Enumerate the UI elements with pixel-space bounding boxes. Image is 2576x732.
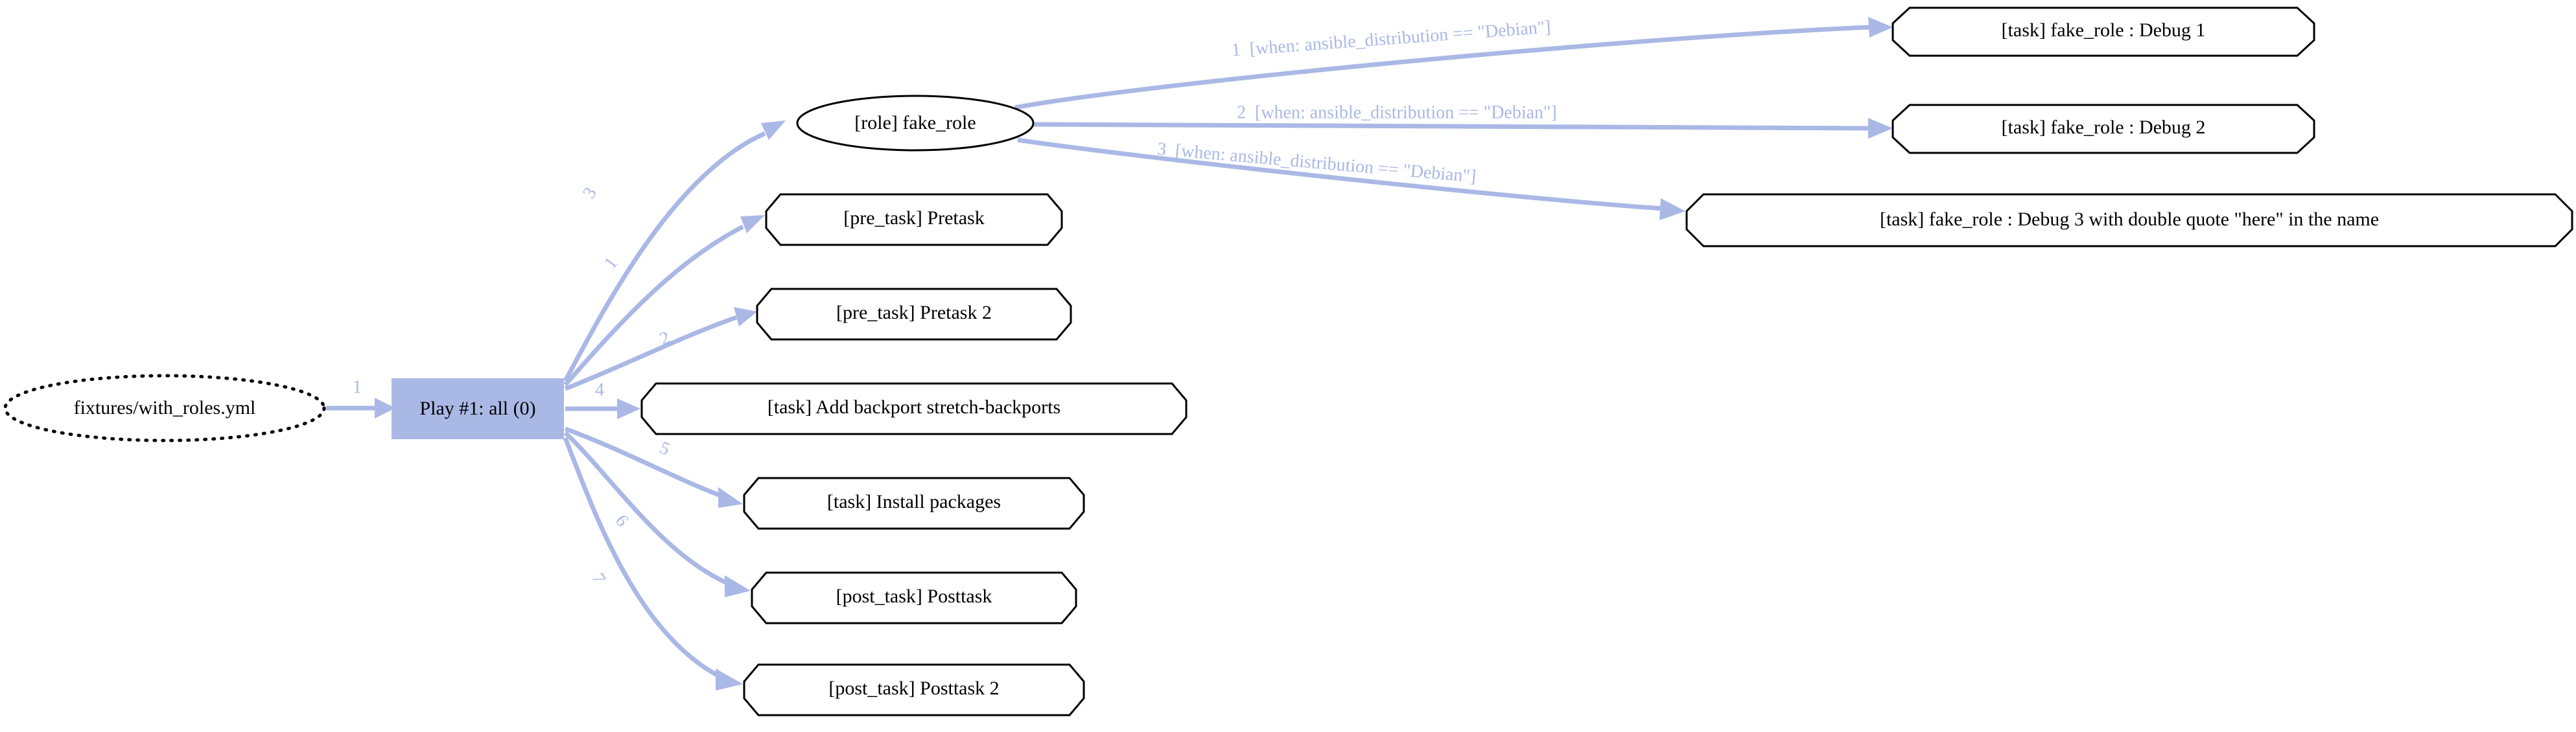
edge-line xyxy=(1014,25,1870,110)
node-label: Play #1: all (0) xyxy=(419,398,535,419)
edge-line xyxy=(564,426,723,499)
arrowhead-icon xyxy=(375,398,395,418)
node-label: [post_task] Posttask xyxy=(836,586,992,607)
node-playbook[interactable]: fixtures/with_roles.yml xyxy=(3,374,326,442)
edge-play-to-pretask2[interactable]: 2 xyxy=(564,307,757,391)
edge-order-label: 6 xyxy=(611,511,633,531)
node-task-debug-3[interactable]: [task] fake_role : Debug 3 with double q… xyxy=(1685,193,2573,247)
node-label: [role] fake_role xyxy=(854,112,976,133)
edge-order-label: 7 xyxy=(587,570,609,588)
arrowhead-icon xyxy=(761,120,786,140)
node-shape-octagon xyxy=(743,663,1085,716)
node-label: [pre_task] Pretask 2 xyxy=(836,302,992,323)
edge-play-to-add-backport[interactable]: 4 xyxy=(565,380,640,419)
edge-order-label: 5 xyxy=(657,438,673,460)
edge-order-label: 1 xyxy=(353,377,362,397)
edge-line xyxy=(563,224,744,387)
node-label: fixtures/with_roles.yml xyxy=(74,397,256,418)
arrowhead-icon xyxy=(1868,17,1893,38)
node-pre-task-pretask[interactable]: [pre_task] Pretask xyxy=(765,193,1063,246)
edge-line xyxy=(563,437,723,680)
arrowhead-icon xyxy=(617,398,640,419)
edge-line xyxy=(563,131,766,382)
node-play-1[interactable]: Play #1: all (0) xyxy=(392,378,564,439)
edge-play-to-posttask[interactable]: 6 xyxy=(563,431,751,597)
arrowhead-icon xyxy=(734,307,757,326)
edge-line xyxy=(1033,122,1870,131)
edge-line xyxy=(564,315,738,391)
node-label: [task] fake_role : Debug 1 xyxy=(2002,19,2206,41)
node-shape-ellipse-dotted xyxy=(3,374,326,442)
node-pre-task-pretask-2[interactable]: [pre_task] Pretask 2 xyxy=(756,288,1072,341)
node-shape-octagon xyxy=(1891,104,2315,154)
node-role-fake-role[interactable]: [role] fake_role xyxy=(796,95,1035,152)
node-shape-rect xyxy=(392,378,564,439)
node-task-debug-2[interactable]: [task] fake_role : Debug 2 xyxy=(1891,104,2315,154)
node-label: [task] fake_role : Debug 3 with double q… xyxy=(1880,209,2379,230)
edge-play-to-pretask[interactable]: 1 xyxy=(563,215,765,387)
edge-order-label: 1 xyxy=(600,253,622,273)
edge-play-to-posttask2[interactable]: 7 xyxy=(563,437,743,691)
node-shape-octagon xyxy=(1891,6,2315,57)
edge-order-label: 3 xyxy=(579,184,601,202)
node-post-task-posttask[interactable]: [post_task] Posttask xyxy=(751,571,1077,624)
edge-role-to-debug2[interactable]: 2 [when: ansible_distribution == "Debian… xyxy=(1033,102,1893,139)
arrowhead-icon xyxy=(1868,118,1893,139)
node-shape-ellipse xyxy=(796,95,1035,152)
edge-when-label: 3 [when: ansible_distribution == "Debian… xyxy=(1156,139,1477,187)
arrowhead-icon xyxy=(1659,198,1685,220)
node-task-install-packages[interactable]: [task] Install packages xyxy=(743,477,1085,530)
edge-role-to-debug3[interactable]: 3 [when: ansible_distribution == "Debian… xyxy=(1017,137,1685,220)
node-task-add-backport[interactable]: [task] Add backport stretch-backports xyxy=(640,382,1188,435)
node-post-task-posttask-2[interactable]: [post_task] Posttask 2 xyxy=(743,663,1085,716)
edge-layer: 1 3 1 2 xyxy=(326,17,1893,691)
node-shape-octagon xyxy=(1685,193,2573,247)
node-shape-octagon xyxy=(751,571,1077,624)
arrowhead-icon xyxy=(716,669,743,691)
node-shape-octagon xyxy=(743,477,1085,530)
node-shape-octagon xyxy=(765,193,1063,246)
arrowhead-icon xyxy=(740,215,765,233)
edge-line xyxy=(1017,137,1664,211)
arrowhead-icon xyxy=(718,487,743,508)
node-label: [task] Add backport stretch-backports xyxy=(767,396,1060,418)
edge-play-to-install-packages[interactable]: 5 xyxy=(564,426,743,508)
node-label: [task] fake_role : Debug 2 xyxy=(2002,117,2206,138)
edge-role-to-debug1[interactable]: 1 [when: ansible_distribution == "Debian… xyxy=(1014,17,1893,110)
node-task-debug-1[interactable]: [task] fake_role : Debug 1 xyxy=(1891,6,2315,57)
node-label: [post_task] Posttask 2 xyxy=(828,678,999,699)
edge-line xyxy=(563,431,731,587)
edge-order-label: 4 xyxy=(595,380,604,400)
node-shape-octagon xyxy=(640,382,1188,435)
edge-playbook-to-play[interactable]: 1 xyxy=(326,377,395,418)
node-shape-octagon xyxy=(756,288,1072,341)
edge-when-label: 2 [when: ansible_distribution == "Debian… xyxy=(1237,102,1557,122)
node-label: [pre_task] Pretask xyxy=(843,207,984,229)
node-layer: fixtures/with_roles.yml Play #1: all (0)… xyxy=(3,6,2573,716)
arrowhead-icon xyxy=(725,575,751,597)
node-label: [task] Install packages xyxy=(827,491,1001,512)
